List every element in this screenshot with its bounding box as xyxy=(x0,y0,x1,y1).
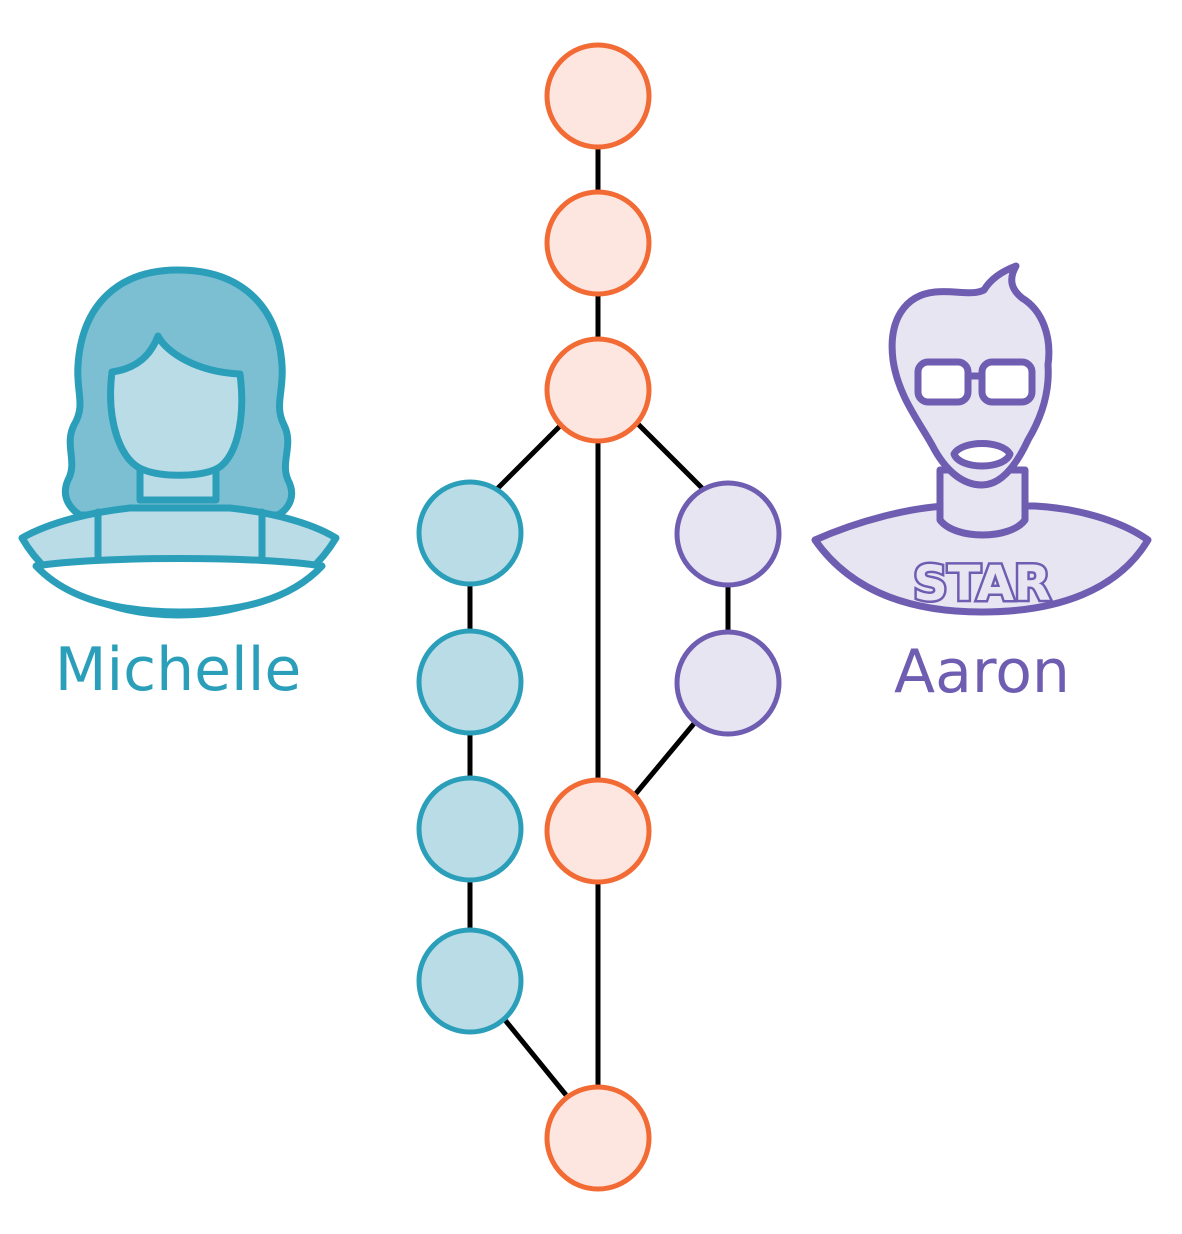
edges xyxy=(467,148,731,1097)
aaron-glasses-icon xyxy=(914,358,1036,406)
edge-branch-aaron-start xyxy=(636,422,704,490)
michelle-branch-commits xyxy=(416,479,524,1035)
michelle-face xyxy=(107,332,246,479)
aaron-shirt-text: STAR xyxy=(913,556,1051,612)
edge-branch-michelle-start xyxy=(494,424,562,492)
commit-node-main-2 xyxy=(544,189,652,297)
main-branch-commits xyxy=(544,42,652,1192)
aaron-avatar-icon xyxy=(811,262,1152,616)
commit-node-michelle-1 xyxy=(416,479,524,587)
aaron-branch-commits xyxy=(674,480,782,737)
aaron-neck xyxy=(936,466,1029,539)
michelle-avatar-icon xyxy=(18,266,340,619)
edge-merge-michelle xyxy=(503,1018,568,1097)
aaron-mustache xyxy=(950,440,1014,470)
commit-node-michelle-4 xyxy=(416,927,524,1035)
commit-node-michelle-2 xyxy=(416,628,524,736)
michelle-name-label: Michelle xyxy=(55,635,302,705)
edge-merge-aaron xyxy=(631,718,699,799)
commit-node-main-4 xyxy=(544,777,652,885)
aaron-name-label: Aaron xyxy=(894,637,1070,707)
commit-node-main-1 xyxy=(544,42,652,150)
commit-node-main-3 xyxy=(544,336,652,444)
aaron-shirt xyxy=(811,502,1152,616)
commit-node-michelle-3 xyxy=(416,775,524,883)
commit-node-aaron-2 xyxy=(674,629,782,737)
michelle-collar xyxy=(32,555,326,616)
commit-node-aaron-1 xyxy=(674,480,782,588)
commit-node-main-5 xyxy=(544,1084,652,1192)
